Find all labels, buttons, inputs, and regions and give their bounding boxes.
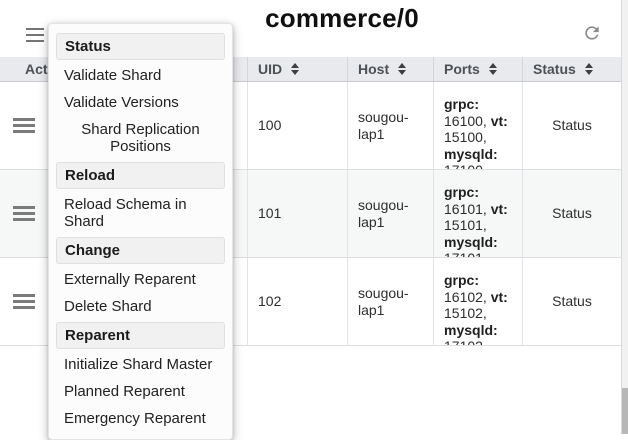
shard-actions-hamburger-icon[interactable] [26,28,46,44]
menu-section-header-reload: Reload [56,162,225,189]
column-header-ports: Ports [434,57,523,81]
sort-asc-arrow-icon [291,63,300,68]
vertical-scrollbar[interactable] [621,0,628,434]
row-actions-cell [0,170,248,257]
menu-item-delete-shard[interactable]: Delete Shard [56,293,225,320]
sort-desc-arrow-icon [291,70,300,75]
sort-desc-arrow-icon [488,70,497,75]
column-header-label: UID [258,61,283,77]
uid-cell: 102 [248,258,348,345]
menu-item-validate-versions[interactable]: Validate Versions [56,89,225,116]
status-cell: Status [552,117,592,134]
column-header-status: Status [523,57,621,81]
sort-icon[interactable] [584,63,593,75]
row-actions-hamburger-icon[interactable] [13,206,35,221]
column-header-host: Host [348,57,434,81]
host-cell: sougou-lap1 [348,258,434,345]
row-actions-cell [0,258,248,345]
page-title: commerce/0 [265,3,419,33]
sort-icon[interactable] [291,63,300,75]
ports-cell: grpc: 16100, vt: 15100, mysqld: 17100 [434,82,523,169]
ports-cell: grpc: 16102, vt: 15102, mysqld: 17102 [434,258,523,345]
menu-item-shard-replication-positions[interactable]: Shard Replication Positions [56,116,225,160]
menu-item-externally-reparent[interactable]: Externally Reparent [56,266,225,293]
host-cell: sougou-lap1 [348,82,434,169]
row-actions-hamburger-icon[interactable] [13,294,35,309]
sort-desc-arrow-icon [584,70,593,75]
menu-item-reload-schema-in-shard[interactable]: Reload Schema in Shard [56,191,225,235]
sort-icon[interactable] [488,63,497,75]
ports-cell: grpc: 16101, vt: 15101, mysqld: 17101 [434,170,523,257]
status-cell: Status [552,205,592,222]
refresh-button[interactable] [580,22,604,46]
refresh-icon [585,25,599,40]
scrollbar-thumb[interactable] [622,388,628,434]
row-actions-hamburger-icon[interactable] [13,118,35,133]
sort-desc-arrow-icon [398,70,407,75]
status-cell: Status [552,293,592,310]
sort-icon[interactable] [398,63,407,75]
menu-section-header-change: Change [56,237,225,264]
column-header-uid[interactable]: UID [248,57,348,81]
column-header-label: Ports [444,61,480,77]
row-actions-cell [0,82,248,169]
menu-section-header-reparent: Reparent [56,322,225,349]
sort-asc-arrow-icon [398,63,407,68]
host-cell: sougou-lap1 [348,170,434,257]
menu-item-validate-shard[interactable]: Validate Shard [56,62,225,89]
sort-asc-arrow-icon [488,63,497,68]
menu-item-emergency-reparent[interactable]: Emergency Reparent [56,405,225,432]
menu-item-initialize-shard-master[interactable]: Initialize Shard Master [56,351,225,378]
uid-cell: 101 [248,170,348,257]
column-header-label: Status [533,61,576,77]
sort-asc-arrow-icon [584,63,593,68]
menu-item-planned-reparent[interactable]: Planned Reparent [56,378,225,405]
uid-cell: 100 [248,82,348,169]
menu-section-header-status: Status [56,33,225,60]
column-header-label: Host [358,61,390,77]
